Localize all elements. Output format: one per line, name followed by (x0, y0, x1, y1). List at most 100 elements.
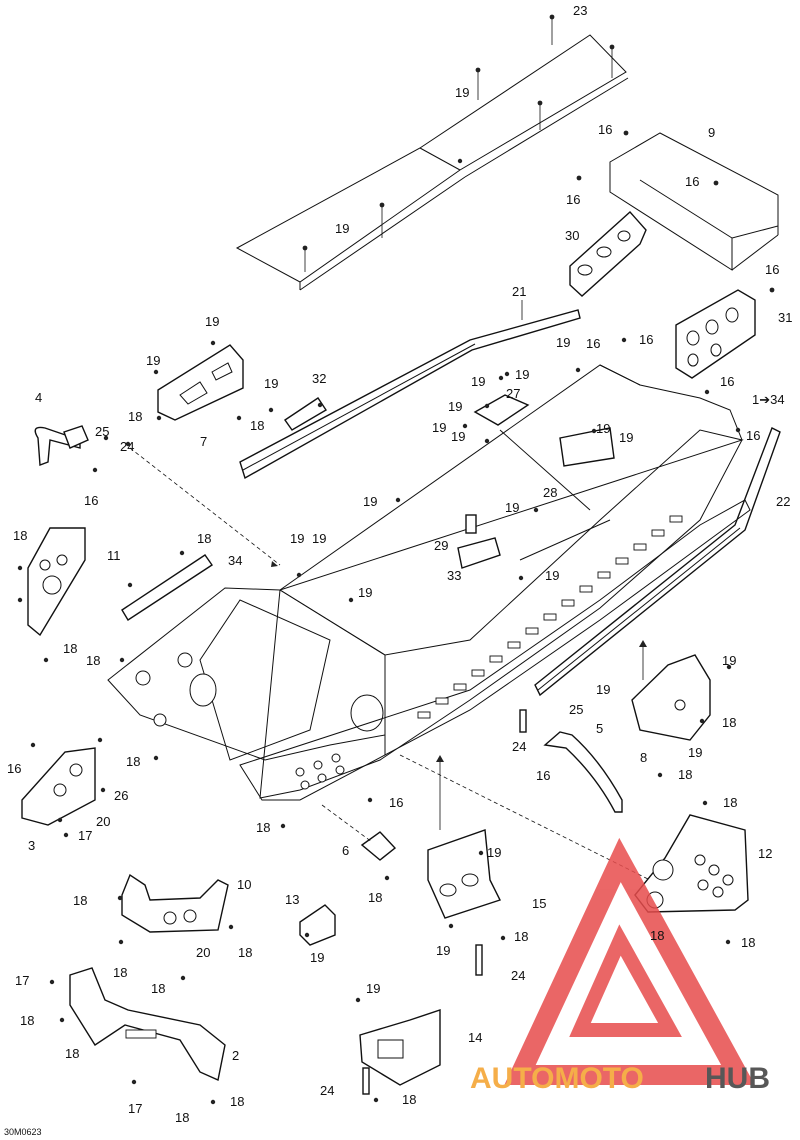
label-19: 19 (487, 845, 501, 860)
label-18: 18 (514, 929, 528, 944)
label-18: 18 (256, 820, 270, 835)
label-16: 16 (7, 761, 21, 776)
label-19: 19 (310, 950, 324, 965)
label-19: 19 (146, 353, 160, 368)
label-19: 19 (366, 981, 380, 996)
label-19: 19 (545, 568, 559, 583)
label-3: 3 (28, 838, 35, 853)
label-17: 17 (15, 973, 29, 988)
label-19: 19 (515, 367, 529, 382)
callout-labels: 23 19 19 16 9 16 16 30 16 21 31 19 16 16… (4, 3, 792, 1137)
watermark: AUTOMOTO HUB (470, 837, 770, 1095)
diagram-code: 30M0623 (4, 1127, 42, 1137)
label-18: 18 (402, 1092, 416, 1107)
label-18: 18 (126, 754, 140, 769)
part-27-plate (473, 394, 530, 426)
label-16: 16 (389, 795, 403, 810)
label-19: 19 (448, 399, 462, 414)
label-19: 19 (436, 943, 450, 958)
label-12: 12 (758, 846, 772, 861)
label-18: 18 (86, 653, 100, 668)
label-19: 19 (312, 531, 326, 546)
label-18: 18 (238, 945, 252, 960)
label-31: 31 (778, 310, 792, 325)
label-26: 26 (114, 788, 128, 803)
label-19: 19 (358, 585, 372, 600)
label-16: 16 (586, 336, 600, 351)
label-9: 9 (708, 125, 715, 140)
label-16: 16 (685, 174, 699, 189)
part-8-bracket (631, 654, 711, 741)
watermark-text-dark: HUB (705, 1062, 770, 1095)
label-19: 19 (290, 531, 304, 546)
label-16: 16 (765, 262, 779, 277)
part-6-plate (360, 831, 397, 861)
label-16: 16 (84, 493, 98, 508)
label-19: 19 (264, 376, 278, 391)
label-18: 18 (722, 715, 736, 730)
label-16: 16 (566, 192, 580, 207)
label-19: 19 (363, 494, 377, 509)
label-18: 18 (73, 893, 87, 908)
part-12-plate (634, 814, 749, 913)
label-19: 19 (619, 430, 633, 445)
label-18: 18 (250, 418, 264, 433)
watermark-text-orange: AUTOMOTO (470, 1062, 644, 1095)
label-18: 18 (20, 1013, 34, 1028)
label-19: 19 (596, 421, 610, 436)
part-34-bar (121, 554, 213, 621)
label-18: 18 (723, 795, 737, 810)
label-10: 10 (237, 877, 251, 892)
label-16: 16 (720, 374, 734, 389)
part-13-bracket (299, 904, 336, 946)
label-34: 34 (228, 553, 242, 568)
label-18: 18 (197, 531, 211, 546)
label-23: 23 (573, 3, 587, 18)
part-21-rail (239, 300, 581, 480)
label-16: 16 (746, 428, 760, 443)
label-24: 24 (120, 439, 134, 454)
label-18: 18 (128, 409, 142, 424)
label-18: 18 (230, 1094, 244, 1109)
label-1-34: 1➔34 (752, 392, 785, 407)
label-29: 29 (434, 538, 448, 553)
label-21: 21 (512, 284, 526, 299)
label-8: 8 (640, 750, 647, 765)
label-18: 18 (678, 767, 692, 782)
running-board-slots (295, 515, 683, 790)
label-18: 18 (741, 935, 755, 950)
label-19: 19 (688, 745, 702, 760)
label-2: 2 (232, 1048, 239, 1063)
label-18: 18 (151, 981, 165, 996)
label-18: 18 (13, 528, 27, 543)
part-32-plate (284, 397, 327, 431)
label-20: 20 (96, 814, 110, 829)
label-19: 19 (596, 682, 610, 697)
tunnel-assembly (107, 364, 751, 801)
label-16: 16 (639, 332, 653, 347)
label-19: 19 (455, 85, 469, 100)
label-19: 19 (471, 374, 485, 389)
label-19: 19 (205, 314, 219, 329)
part-7-bracket (157, 344, 244, 421)
label-18: 18 (63, 641, 77, 656)
label-14: 14 (468, 1030, 482, 1045)
label-28: 28 (543, 485, 557, 500)
label-18: 18 (368, 890, 382, 905)
label-19: 19 (335, 221, 349, 236)
label-17: 17 (128, 1101, 142, 1116)
label-33: 33 (447, 568, 461, 583)
label-19: 19 (505, 500, 519, 515)
label-18: 18 (65, 1046, 79, 1061)
label-13: 13 (285, 892, 299, 907)
part-3-bracket (21, 747, 96, 826)
label-19: 19 (722, 653, 736, 668)
label-19: 19 (556, 335, 570, 350)
label-32: 32 (312, 371, 326, 386)
label-6: 6 (342, 843, 349, 858)
part-9-front-cover (576, 130, 779, 293)
label-20: 20 (196, 945, 210, 960)
part-23-cover (235, 14, 629, 291)
label-17: 17 (78, 828, 92, 843)
